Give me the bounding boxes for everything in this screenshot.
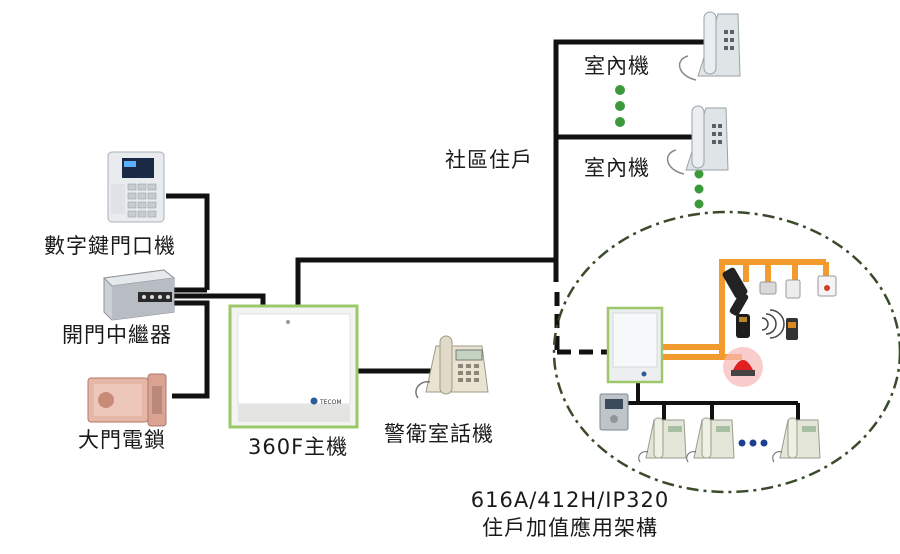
subsystem-boundary xyxy=(552,210,900,494)
remote-icon xyxy=(736,309,798,340)
ellipsis-dots xyxy=(738,439,768,447)
indoor-unit-label: 室內機 xyxy=(584,156,650,180)
intercom-phone-icon xyxy=(599,393,629,431)
relay-box-icon xyxy=(102,269,176,321)
architecture-caption-line2: 住戶加值應用架構 xyxy=(482,516,658,540)
orange-wiring xyxy=(662,259,829,360)
door-lock-label: 大門電鎖 xyxy=(78,428,166,452)
sensor-icon xyxy=(722,267,837,316)
wire-keypad xyxy=(166,193,210,290)
wire-lock xyxy=(166,300,210,399)
intercom-phone-icon xyxy=(638,417,687,463)
intercom-phone-icon xyxy=(678,11,741,81)
intercom-phone-icon xyxy=(686,417,735,463)
intercom-phone-icon xyxy=(666,105,729,175)
host-cabinet-icon xyxy=(606,306,664,384)
desk-phone-icon xyxy=(415,335,489,399)
host-360f-label: 360F主機 xyxy=(248,435,349,459)
guard-phone-label: 警衛室話機 xyxy=(384,422,494,446)
host-cabinet-icon: TECOM xyxy=(228,304,359,429)
phone-bus xyxy=(617,380,800,420)
indoor-unit-label: 室內機 xyxy=(584,54,650,78)
community-residents-label: 社區住戶 xyxy=(445,148,533,172)
siren-icon xyxy=(723,347,763,387)
host-brand-text: TECOM xyxy=(319,399,342,406)
wire-relay-host xyxy=(166,293,266,306)
intercom-phone-icon xyxy=(772,417,821,463)
keypad-icon xyxy=(107,151,165,223)
electric-lock-icon xyxy=(87,373,167,427)
dashed-link xyxy=(554,292,608,355)
continuation-dots xyxy=(615,85,704,209)
architecture-caption-line1: 616A/412H/IP320 xyxy=(470,488,670,512)
wire-community xyxy=(295,39,715,306)
main-wiring xyxy=(166,39,715,399)
digital-keypad-label: 數字鍵門口機 xyxy=(44,234,176,258)
door-relay-label: 開門中繼器 xyxy=(62,323,172,347)
